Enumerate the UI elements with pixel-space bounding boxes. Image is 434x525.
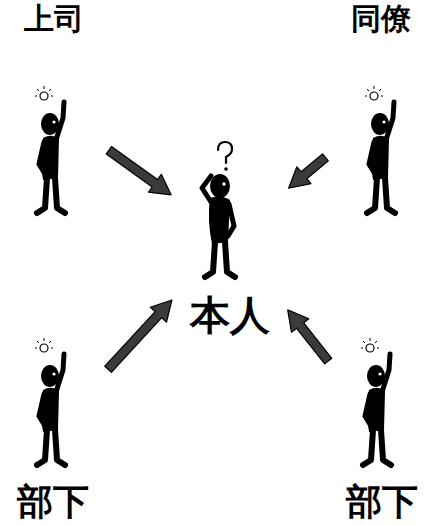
role-label: 部下 (2, 481, 104, 522)
person-node: 同僚 (330, 2, 432, 220)
feedback-arrow (106, 147, 171, 195)
role-label: 部下 (332, 481, 432, 522)
role-label: 同僚 (330, 2, 432, 37)
feedback-arrow (105, 300, 172, 372)
role-label: 上司 (4, 2, 104, 37)
person-node: 上司 (4, 2, 104, 220)
person-figure (365, 86, 395, 213)
person-figure (35, 86, 65, 213)
person-node: 部下 (332, 336, 432, 522)
person-figure (361, 338, 391, 465)
role-label: 本人 (176, 292, 284, 338)
person-figure (35, 338, 65, 465)
person-node: 本人 (176, 136, 284, 338)
person-figure (202, 142, 235, 277)
feedback-arrow (288, 310, 332, 364)
person-node: 部下 (2, 336, 104, 522)
feedback-arrow (289, 154, 329, 188)
